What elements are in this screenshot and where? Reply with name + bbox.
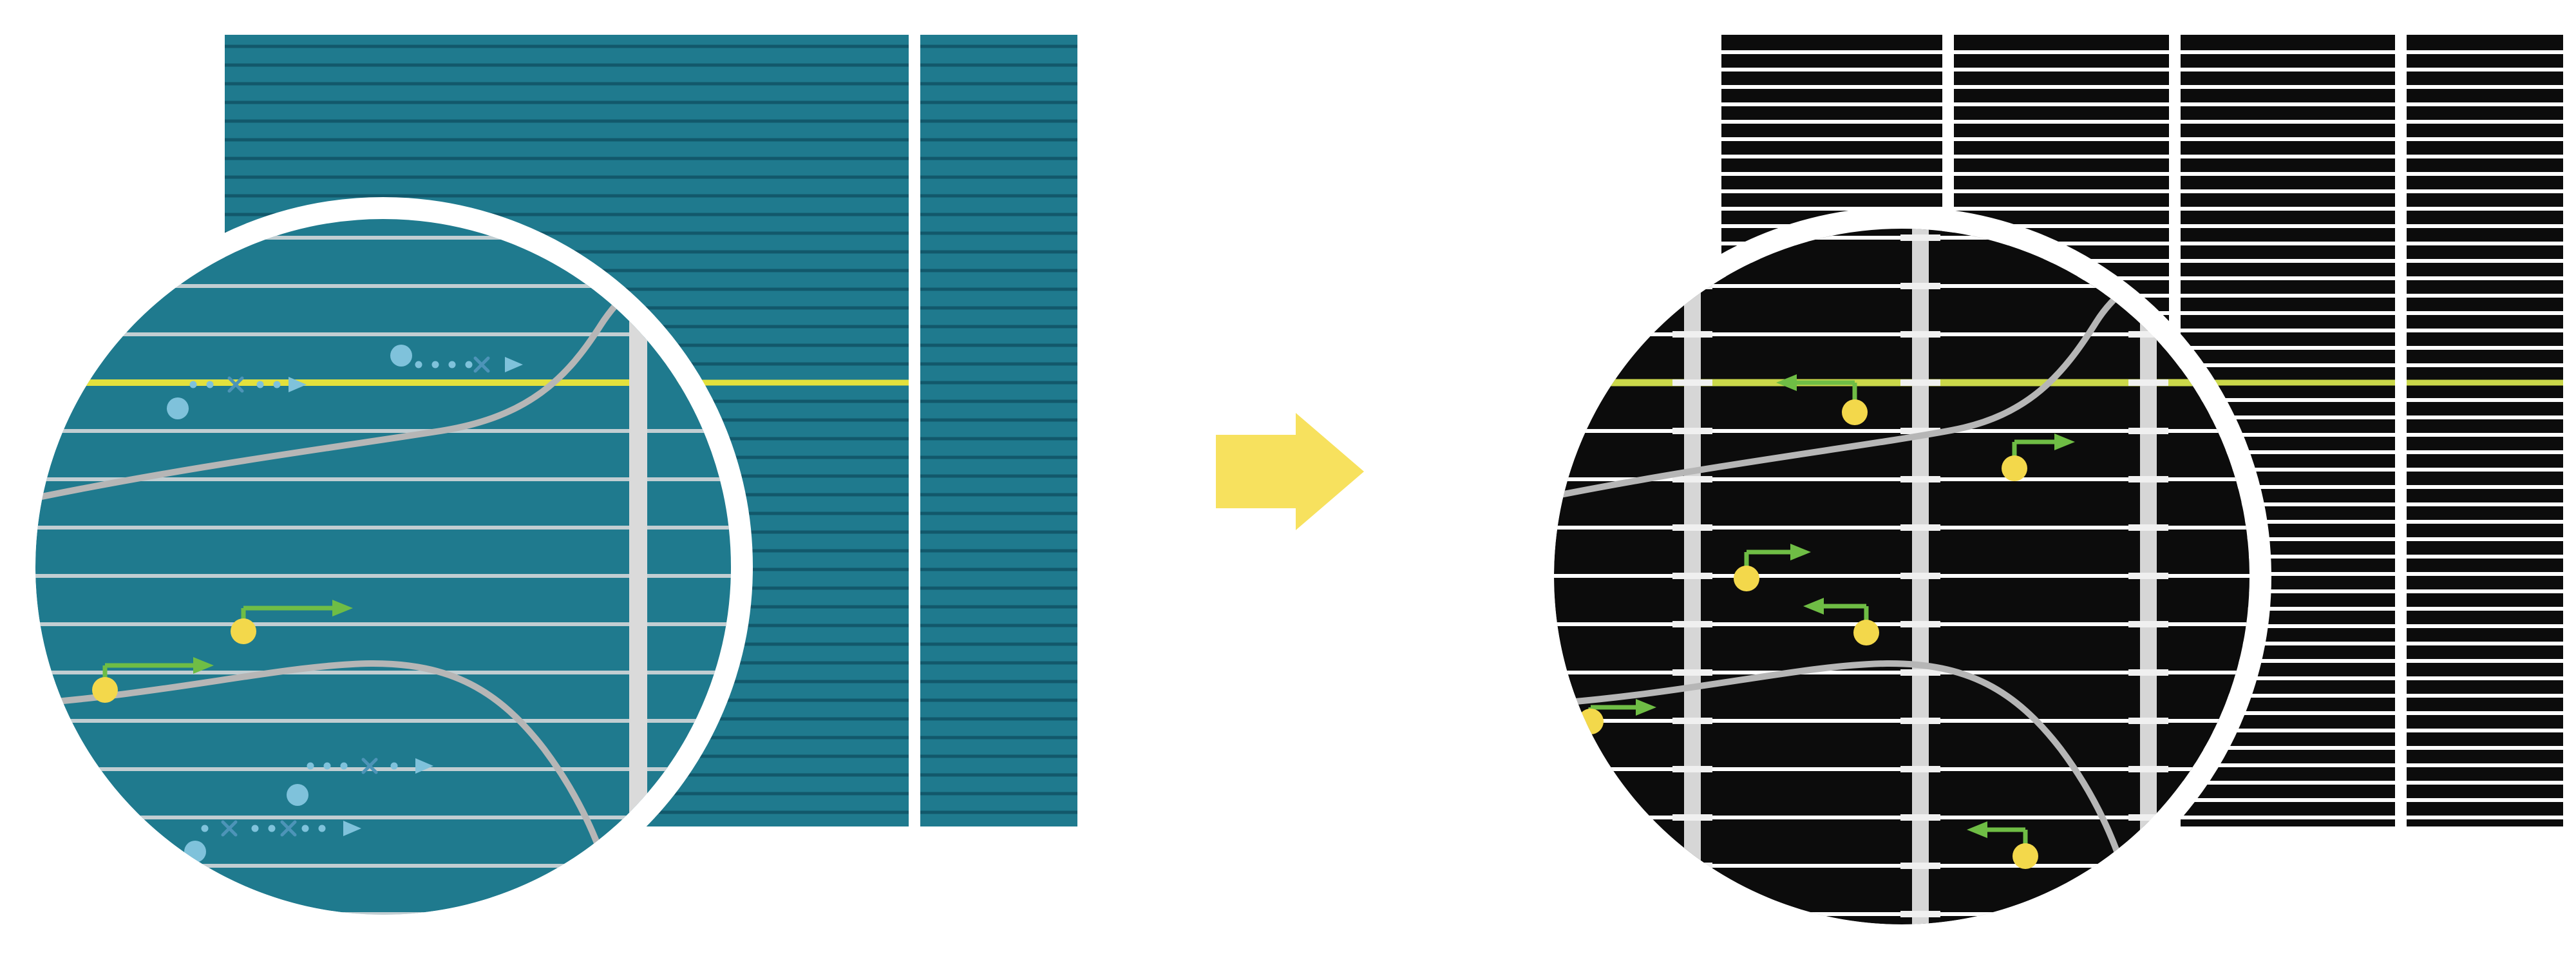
carrier-path-dot bbox=[390, 762, 398, 770]
green-arrowhead-icon bbox=[1790, 544, 1811, 560]
right-magnifier bbox=[1532, 207, 2271, 946]
carrier-path-dot bbox=[323, 762, 331, 770]
blue-carrier-dot bbox=[287, 784, 308, 806]
busbar-solder-pad bbox=[1672, 476, 1712, 482]
busbar-solder-pad bbox=[2128, 718, 2168, 724]
left-solar-panel-column bbox=[920, 35, 1077, 826]
busbar-solder-pad bbox=[2128, 428, 2168, 434]
left-magnifier-background bbox=[35, 219, 731, 915]
carrier-path-dot bbox=[431, 361, 439, 368]
carrier-path-dot bbox=[206, 381, 214, 388]
busbar-solder-pad bbox=[2128, 573, 2168, 579]
busbar-solder-pad bbox=[1672, 379, 1712, 386]
busbar-solder-pad bbox=[1900, 573, 1940, 579]
busbar-solder-pad bbox=[1900, 911, 1940, 917]
transition-arrow-icon bbox=[1216, 413, 1364, 530]
carrier-path-dot bbox=[189, 381, 197, 388]
green-arrowhead-icon bbox=[1803, 598, 1824, 615]
busbar-solder-pad bbox=[1672, 331, 1712, 338]
busbar-solder-pad bbox=[1672, 669, 1712, 676]
recombination-cross bbox=[221, 820, 238, 837]
busbar-solder-pad bbox=[1672, 428, 1712, 434]
magnifier-ring bbox=[14, 197, 753, 937]
yellow-carrier-dot bbox=[1842, 399, 1868, 425]
busbar-solder-pad bbox=[1900, 331, 1940, 338]
busbar-solder-pad bbox=[1672, 524, 1712, 531]
yellow-carrier-dot bbox=[1734, 566, 1759, 591]
carrier-path-dot bbox=[268, 825, 276, 832]
blue-arrowhead-icon bbox=[505, 357, 523, 372]
magnifier-ring bbox=[1532, 207, 2271, 946]
busbar-solder-pad bbox=[1900, 234, 1940, 241]
busbar-solder-pad bbox=[1672, 814, 1712, 821]
yellow-carrier-dot bbox=[2002, 455, 2027, 481]
busbar-solder-pad bbox=[1900, 379, 1940, 386]
green-arrowhead-icon bbox=[2054, 434, 2075, 450]
grain-boundary-curve bbox=[1554, 660, 2139, 924]
carrier-path-dot bbox=[273, 381, 281, 388]
blue-arrowhead-icon bbox=[289, 377, 307, 392]
busbar-solder-pad bbox=[1900, 669, 1940, 676]
carrier-path-dot bbox=[307, 762, 314, 770]
carrier-path-dot bbox=[251, 825, 259, 832]
green-arrowhead-icon bbox=[1967, 821, 1987, 838]
busbar-solder-pad bbox=[1900, 428, 1940, 434]
carrier-path-dot bbox=[201, 825, 209, 832]
recombination-cross bbox=[361, 758, 378, 774]
blue-carrier-dot bbox=[167, 397, 189, 419]
blue-carrier-dot bbox=[390, 345, 412, 367]
left-magnifier-view bbox=[35, 219, 731, 915]
busbar-solder-pad bbox=[2128, 476, 2168, 482]
busbar-solder-pad bbox=[1900, 863, 1940, 869]
right-magnifier-view bbox=[1554, 229, 2249, 924]
recombination-cross bbox=[227, 376, 244, 393]
busbar-solder-pad bbox=[1900, 766, 1940, 772]
busbar-solder-pad bbox=[1900, 283, 1940, 289]
yellow-carrier-dot bbox=[2012, 843, 2038, 869]
busbar-solder-pad bbox=[1672, 573, 1712, 579]
busbar-solder-pad bbox=[1900, 718, 1940, 724]
recombination-cross bbox=[473, 356, 490, 373]
left-magnifier bbox=[14, 197, 753, 937]
green-arrowhead-icon bbox=[193, 657, 214, 674]
green-arrowhead-icon bbox=[1776, 374, 1797, 391]
carrier-path-dot bbox=[256, 381, 264, 388]
busbar-solder-pad bbox=[1900, 621, 1940, 627]
busbar-solder-pad bbox=[2128, 766, 2168, 772]
blue-arrowhead-icon bbox=[415, 758, 433, 774]
yellow-carrier-dot bbox=[92, 677, 118, 703]
busbar-solder-pad bbox=[1900, 524, 1940, 531]
busbar-solder-pad bbox=[2128, 524, 2168, 531]
blue-arrowhead-icon bbox=[343, 821, 361, 836]
carrier-path-dot bbox=[318, 825, 326, 832]
carrier-path-dot bbox=[448, 361, 456, 368]
carrier-path-dot bbox=[465, 361, 473, 368]
carrier-path-dot bbox=[301, 825, 309, 832]
busbar-solder-pad bbox=[1900, 476, 1940, 482]
green-arrowhead-icon bbox=[332, 600, 353, 616]
busbar-solder-pad bbox=[1672, 766, 1712, 772]
busbar-solder-pad bbox=[2128, 669, 2168, 676]
busbar-solder-pad bbox=[2128, 621, 2168, 627]
carrier-path-dot bbox=[415, 361, 422, 368]
busbar-solder-pad bbox=[2128, 379, 2168, 386]
busbar-solder-pad bbox=[1672, 621, 1712, 627]
busbar-solder-pad bbox=[1900, 814, 1940, 821]
busbar-solder-pad bbox=[1672, 718, 1712, 724]
recombination-cross bbox=[280, 820, 297, 837]
busbar-solder-pad bbox=[2128, 814, 2168, 821]
carrier-path-dot bbox=[340, 762, 348, 770]
right-solar-panel-column bbox=[2407, 35, 2563, 826]
green-arrowhead-icon bbox=[1636, 699, 1656, 716]
grain-boundary-curve bbox=[35, 660, 623, 915]
busbar-solder-pad bbox=[2128, 331, 2168, 338]
yellow-carrier-dot bbox=[1853, 620, 1879, 645]
yellow-carrier-dot bbox=[231, 618, 256, 644]
